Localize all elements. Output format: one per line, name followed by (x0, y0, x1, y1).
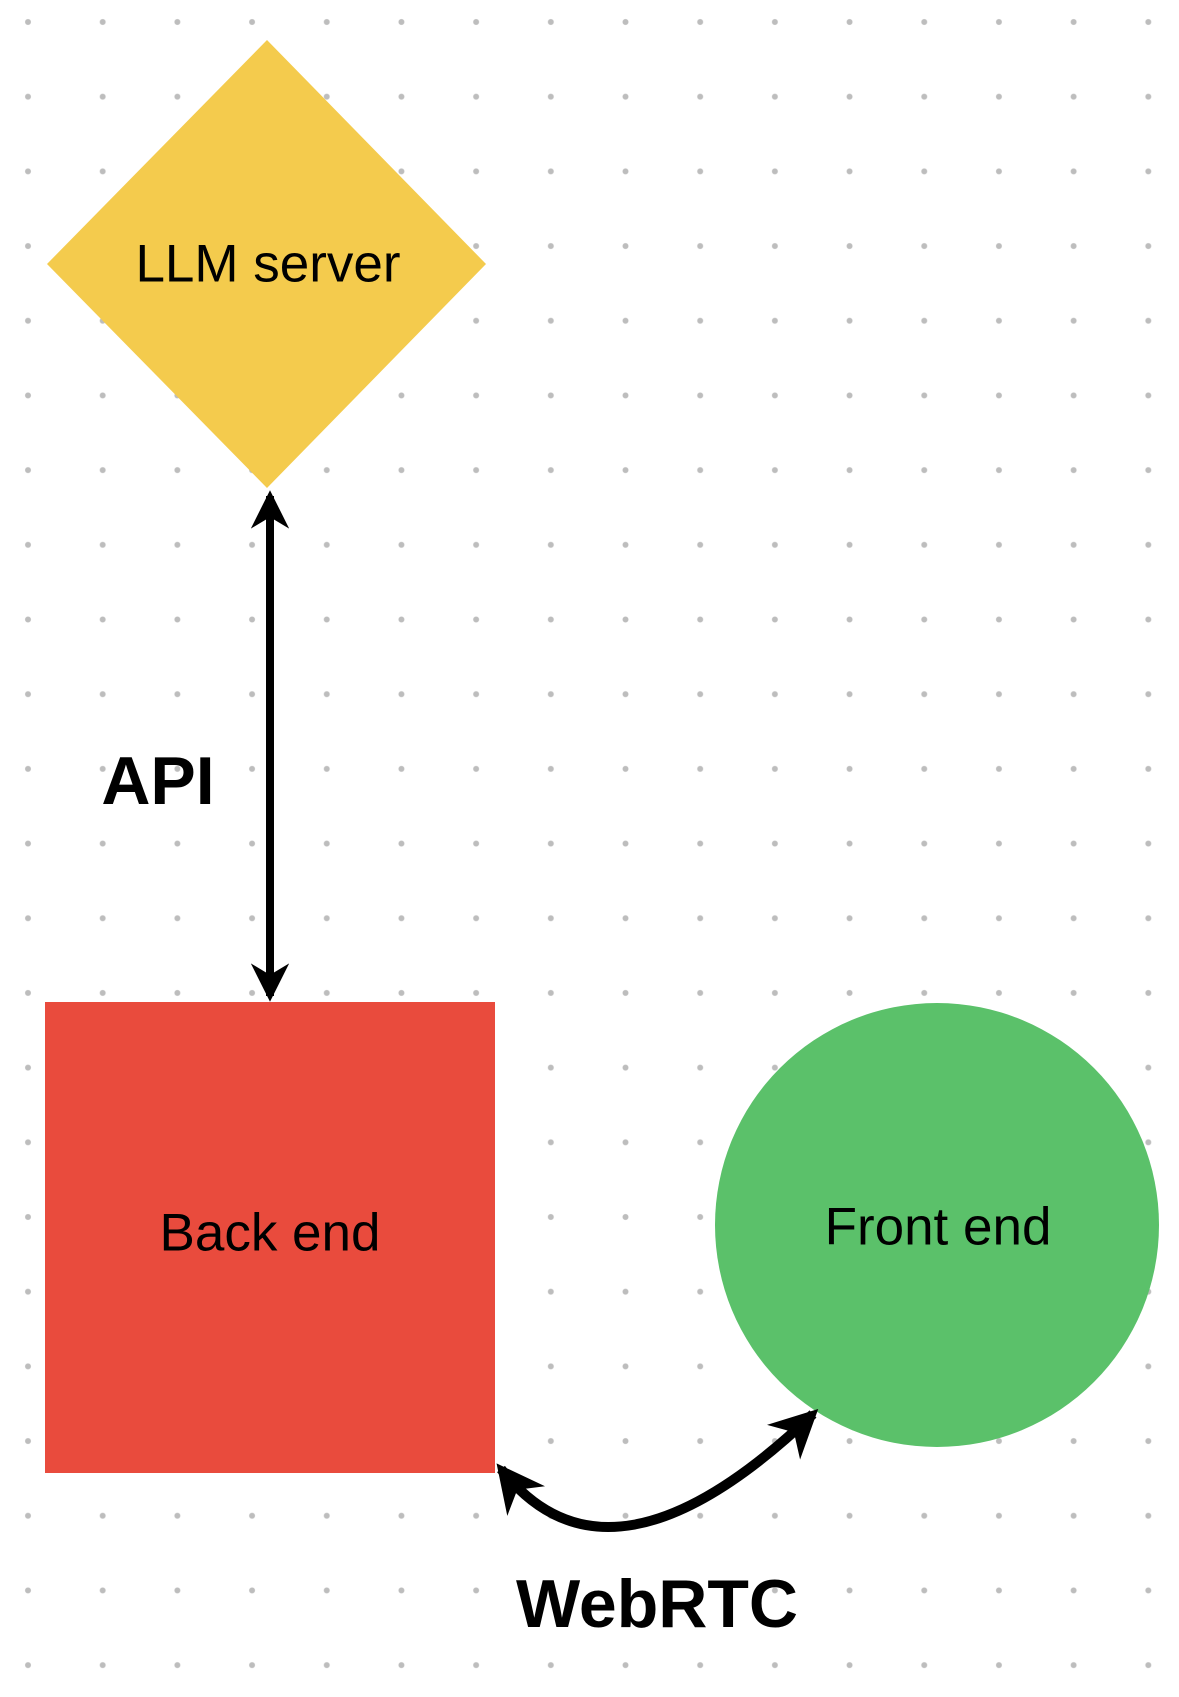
api-connector-label: API (101, 743, 215, 819)
front-end-label: Front end (824, 1197, 1052, 1257)
webrtc-connector-label: WebRTC (515, 1566, 799, 1642)
back-end-node[interactable] (45, 1002, 495, 1473)
webrtc-arrow[interactable] (496, 1409, 819, 1532)
llm-server-node[interactable] (47, 40, 486, 488)
back-end-label: Back end (159, 1203, 381, 1263)
llm-server-label: LLM server (135, 234, 401, 294)
front-end-node[interactable] (715, 1003, 1159, 1447)
